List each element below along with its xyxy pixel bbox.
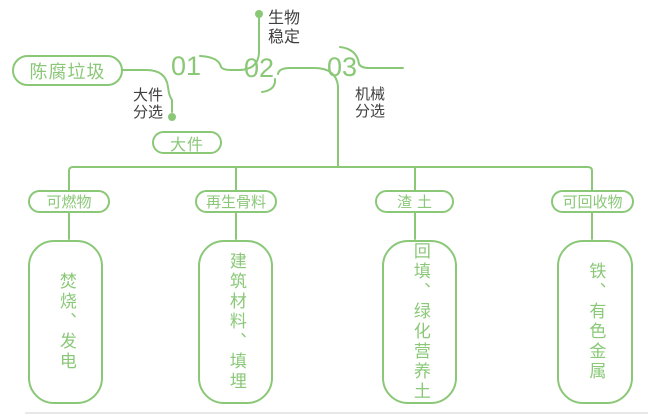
bio-branch-dot — [255, 10, 263, 18]
category-label: 可燃物 — [46, 194, 92, 211]
category-node-slag-soil: 渣土 — [375, 190, 454, 213]
category-label: 再生骨料 — [205, 194, 266, 211]
step-number-02: 02 — [244, 53, 275, 83]
output-detail-text: 建筑材料、填埋 — [226, 252, 246, 392]
bulky-item-node: 大件 — [152, 131, 222, 154]
distribution-bus — [68, 166, 593, 191]
category-label: 渣土 — [396, 194, 437, 211]
bulky-item-label: 大件 — [169, 136, 204, 154]
label-biological-stabilization: 生物 稳定 — [268, 10, 301, 46]
line-source-to-step01 — [122, 69, 173, 113]
line-after-step03 — [339, 46, 404, 69]
category-node-recycled-aggregate: 再生骨料 — [195, 190, 277, 213]
category-label: 可回收物 — [562, 194, 623, 211]
category-node-recyclable: 可回收物 — [551, 190, 634, 213]
output-detail-text: 铁、有色金属 — [586, 262, 606, 382]
step-number-01: 01 — [171, 51, 202, 81]
line-step01-to-step02 — [199, 17, 260, 71]
category-node-combustible: 可燃物 — [28, 190, 110, 213]
output-box-metals: 铁、有色金属 — [557, 240, 633, 404]
output-detail-text: 焚烧、发电 — [56, 272, 76, 372]
output-box-incineration: 焚烧、发电 — [28, 240, 103, 404]
label-mechanical-sorting: 机械 分选 — [355, 86, 386, 120]
output-detail-text: 回填、绿化营养土 — [410, 242, 430, 402]
line-step02-to-step03 — [277, 67, 339, 168]
curl-under-step02 — [261, 78, 277, 93]
step-number-03: 03 — [327, 52, 358, 82]
source-node-aged-refuse: 陈腐垃圾 — [12, 55, 123, 86]
output-box-building-material: 建筑材料、填埋 — [198, 240, 273, 404]
bulky-branch-dot — [168, 113, 176, 121]
output-box-backfill: 回填、绿化营养土 — [382, 240, 457, 404]
source-node-label: 陈腐垃圾 — [29, 61, 106, 82]
label-bulky-sorting: 大件 分选 — [133, 87, 164, 121]
